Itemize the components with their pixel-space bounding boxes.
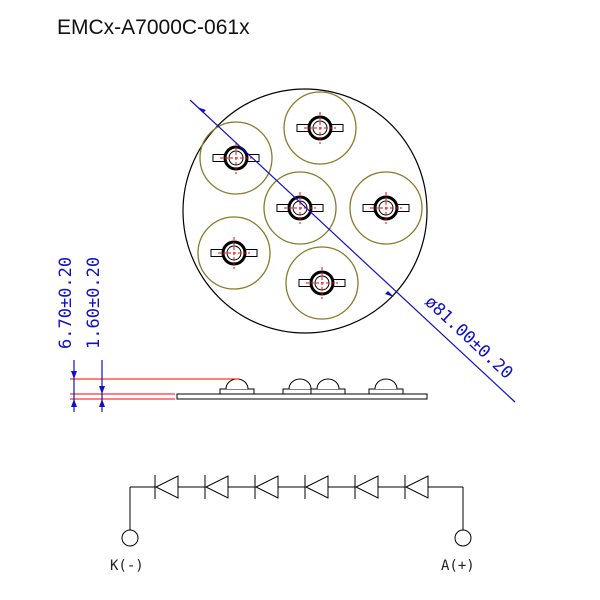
led-ring	[283, 91, 357, 165]
led-ring	[199, 121, 273, 195]
anode-terminal	[454, 529, 472, 547]
top-view	[182, 88, 428, 334]
side-view	[176, 378, 428, 400]
led-side-group	[219, 378, 404, 395]
diameter-label: ø81.00±0.20	[421, 292, 517, 383]
led-top-2	[283, 91, 357, 165]
side-board	[176, 393, 428, 400]
led-ring	[285, 246, 359, 320]
drawing-title: EMCx-A7000C-061x	[57, 16, 250, 39]
diode-3	[252, 475, 280, 499]
led-side-dome	[316, 378, 340, 390]
height-dimensions: 6.70±0.20 1.60±0.20	[56, 257, 240, 412]
dim-total-arrow-top	[71, 371, 77, 379]
board-outline	[182, 88, 428, 334]
diameter-dimension-line	[189, 99, 516, 403]
cathode-terminal	[121, 529, 139, 547]
height-total-label: 6.70±0.20	[56, 257, 76, 349]
led-top-6	[285, 246, 359, 320]
schematic: K(-) A(+)	[110, 475, 475, 574]
diode-2	[202, 475, 230, 499]
led-ring	[263, 171, 337, 245]
led-side-3	[310, 378, 346, 395]
led-ring	[197, 216, 271, 290]
led-top-1	[199, 121, 273, 195]
led-side-base	[219, 388, 255, 395]
led-top-group	[197, 91, 423, 320]
led-top-3	[263, 171, 337, 245]
dim-total-arrow-bottom	[71, 399, 77, 407]
diameter-arrow-head-top	[197, 107, 206, 113]
led-side-dome	[288, 378, 312, 390]
diode-chain	[152, 475, 430, 499]
led-ring	[349, 171, 423, 245]
led-side-1	[219, 378, 255, 395]
height-board-label: 1.60±0.20	[84, 257, 104, 349]
dim-board-arrow-top	[99, 386, 105, 394]
led-side-dome	[374, 378, 398, 390]
led-top-5	[197, 216, 271, 290]
anode-label: A(+)	[441, 558, 475, 574]
led-side-base	[368, 388, 404, 395]
diode-5	[352, 475, 380, 499]
diode-4	[302, 475, 330, 499]
dim-board-arrow-bottom	[99, 399, 105, 407]
diode-1	[152, 475, 180, 499]
led-top-4	[349, 171, 423, 245]
led-side-dome	[225, 378, 249, 390]
diameter-arrow-head-bottom	[385, 291, 394, 297]
cathode-label: K(-)	[110, 558, 144, 574]
led-side-base	[310, 388, 346, 395]
diode-6	[402, 475, 430, 499]
led-side-4	[368, 378, 404, 395]
